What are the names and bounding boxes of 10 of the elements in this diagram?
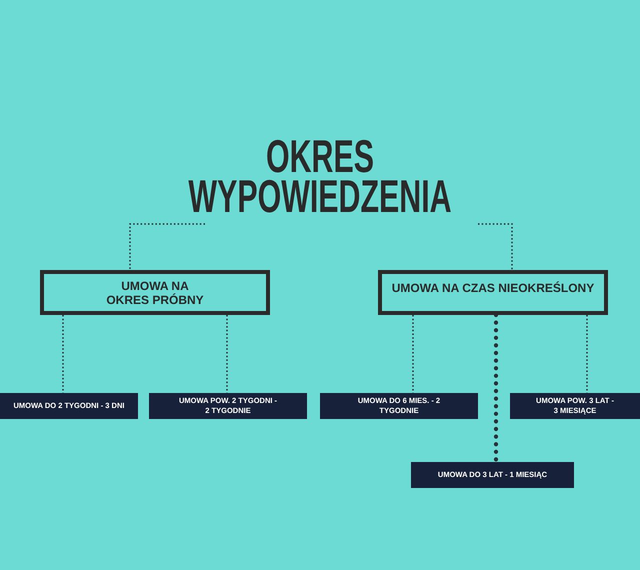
dotted-connector <box>478 223 513 270</box>
dotted-connector <box>494 312 498 462</box>
category-box: UMOWA NA OKRES PRÓBNY <box>40 270 270 315</box>
dotted-connector <box>62 315 64 393</box>
category-box: UMOWA NA CZAS NIEOKREŚLONY <box>378 270 608 315</box>
diagram-title: OKRES WYPOWIEDZENIA <box>181 136 459 224</box>
dotted-connector <box>586 315 588 393</box>
dotted-connector <box>412 315 414 393</box>
dotted-connector <box>129 223 205 270</box>
dotted-connector <box>226 315 228 393</box>
